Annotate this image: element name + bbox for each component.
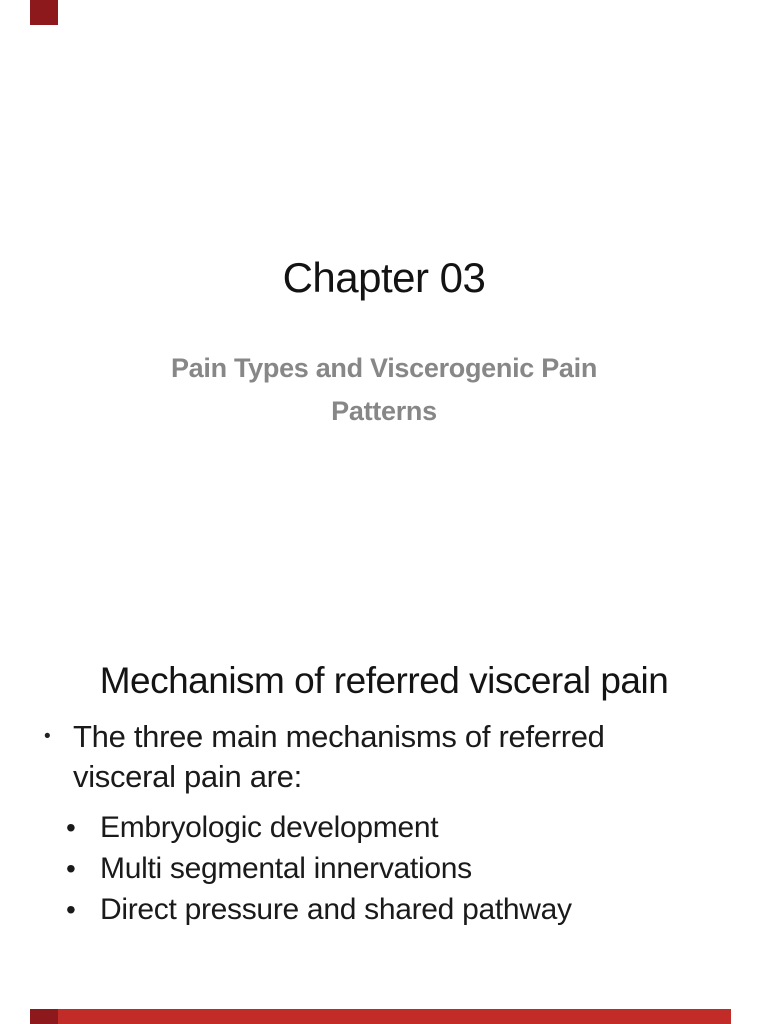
sub-bullet-item: • Embryologic development [66, 807, 704, 848]
bullet-list: • The three main mechanisms of referred … [44, 717, 704, 930]
sub-bullet-text: Embryologic development [100, 811, 439, 844]
subtitle-line-1: Pain Types and Viscerogenic Pain [170, 353, 598, 384]
sub-bullet-text: Multi segmental innervations [100, 852, 472, 885]
sub-bullet-list: • Embryologic development • Multi segmen… [44, 807, 704, 930]
sub-bullet-text: Direct pressure and shared pathway [100, 893, 572, 926]
bullet-text-line-1: The three main mechanisms of referred [73, 719, 605, 754]
bullet-text: The three main mechanisms of referred vi… [73, 717, 605, 797]
subtitle-line-2: Patterns [331, 396, 437, 427]
bullet-dot-icon: • [66, 812, 76, 843]
bullet-item: • The three main mechanisms of referred … [44, 717, 704, 797]
previous-page-fragment [30, 0, 58, 25]
bullet-text-line-2: visceral pain are: [73, 759, 302, 794]
next-page-fragment [30, 1009, 731, 1024]
next-page-fragment-header-cell [30, 1009, 58, 1024]
sub-bullet-item: • Direct pressure and shared pathway [66, 889, 704, 930]
chapter-title: Chapter 03 [282, 254, 486, 302]
slide-subtitle: Pain Types and Viscerogenic Pain Pattern… [0, 347, 768, 433]
bullet-dot-icon: • [66, 894, 76, 925]
sub-bullet-item: • Multi segmental innervations [66, 848, 704, 889]
section-heading: Mechanism of referred visceral pain [99, 659, 669, 701]
bullet-dot-icon: • [44, 726, 51, 747]
bullet-dot-icon: • [66, 853, 76, 884]
